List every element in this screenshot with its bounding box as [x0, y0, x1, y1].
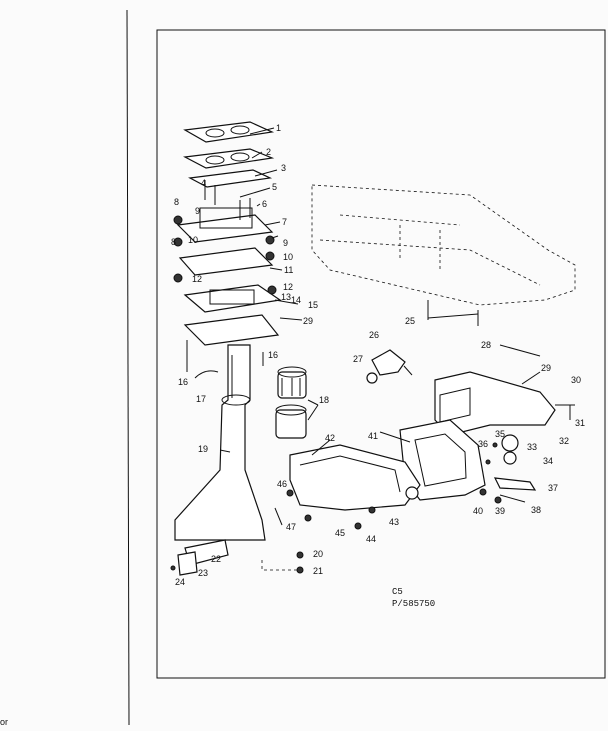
handle-37 — [493, 477, 537, 491]
drawing-code-line2: P/585750 — [392, 599, 435, 609]
bolt-38 — [499, 494, 526, 503]
housing-19 — [174, 344, 266, 541]
part-label-22: 22 — [211, 554, 221, 564]
part-label-3: 3 — [281, 163, 286, 173]
part-label-17: 17 — [196, 394, 206, 404]
part-label-12: 12 — [192, 274, 202, 284]
part-label-1: 1 — [276, 123, 281, 133]
part-label-25: 25 — [405, 316, 415, 326]
bearings-18 — [275, 366, 307, 439]
washer-46 — [286, 489, 294, 497]
plate-3 — [188, 169, 273, 188]
part-label-8: 8 — [174, 197, 179, 207]
tube-17 — [194, 370, 219, 379]
part-label-32: 32 — [559, 436, 569, 446]
part-label-44: 44 — [366, 534, 376, 544]
part-label-39: 39 — [495, 506, 505, 516]
part-label-9: 9 — [195, 206, 200, 216]
part-label-45: 45 — [335, 528, 345, 538]
part-label-15: 15 — [308, 300, 318, 310]
part-label-18: 18 — [319, 395, 329, 405]
part-label-33: 33 — [527, 442, 537, 452]
part-label-4: 4 — [201, 178, 206, 188]
part-label-36: 36 — [478, 439, 488, 449]
screw-24 — [170, 565, 176, 571]
plate-11 — [178, 247, 274, 276]
part-label-20: 20 — [313, 549, 323, 559]
part-label-42: 42 — [325, 433, 335, 443]
part-label-14: 14 — [291, 295, 301, 305]
part-label-dup-29: 29 — [303, 316, 313, 326]
washer-33 — [501, 434, 519, 452]
part-label-28: 28 — [481, 340, 491, 350]
part-label-23: 23 — [198, 568, 208, 578]
nut-21 — [296, 566, 304, 574]
part-label-7: 7 — [282, 217, 287, 227]
nut-40 — [479, 488, 487, 496]
part-label-34: 34 — [543, 456, 553, 466]
pin-27 — [366, 372, 378, 384]
page-left-edge — [126, 9, 130, 726]
rod-28 — [499, 344, 541, 357]
part-label-46: 46 — [277, 479, 287, 489]
part-label-43: 43 — [389, 517, 399, 527]
part-label-40: 40 — [473, 506, 483, 516]
adapter-plate-15 — [183, 314, 280, 346]
lever-26 — [371, 349, 406, 376]
part-label-11: 11 — [284, 265, 293, 275]
pin-35 — [492, 442, 498, 448]
clamp-bracket-42 — [289, 444, 421, 514]
part-label-5: 5 — [272, 182, 277, 192]
part-label-47: 47 — [286, 522, 296, 532]
plate-stack — [173, 121, 282, 346]
part-label-21: 21 — [313, 566, 323, 576]
knob-34 — [503, 451, 517, 465]
part-label-38: 38 — [531, 505, 541, 515]
part-label-dup-8: 8 — [171, 237, 176, 247]
part-label-35: 35 — [495, 429, 505, 439]
gasket-14 — [183, 284, 282, 313]
washer-44 — [354, 522, 362, 530]
part-label-6: 6 — [262, 199, 267, 209]
part-label-16: 16 — [178, 377, 188, 387]
part-label-dup-16: 16 — [268, 350, 278, 360]
part-label-dup-10: 10 — [283, 252, 293, 262]
drawing-code-line1: C5 — [392, 587, 403, 597]
part-label-37: 37 — [548, 483, 558, 493]
powerhead-outline — [311, 184, 576, 306]
plate-2 — [183, 148, 275, 169]
part-label-dup-9: 9 — [283, 238, 288, 248]
part-label-29: 29 — [541, 363, 551, 373]
part-label-13: 13 — [281, 292, 291, 302]
part-label-41: 41 — [368, 431, 378, 441]
washer-20 — [296, 551, 304, 559]
part-label-30: 30 — [571, 375, 581, 385]
part-label-19: 19 — [198, 444, 208, 454]
screw-29-right — [521, 371, 541, 385]
clamp-23 — [177, 551, 198, 576]
part-label-26: 26 — [369, 330, 379, 340]
part-label-10: 10 — [188, 235, 198, 245]
diagram-border — [156, 29, 606, 679]
part-label-2: 2 — [266, 147, 271, 157]
part-label-27: 27 — [353, 354, 363, 364]
leader-lines — [219, 127, 479, 456]
bolt-47 — [274, 507, 283, 526]
screw-8 — [173, 215, 183, 225]
washer-39 — [494, 496, 502, 504]
nut-45 — [304, 514, 312, 522]
exhaust-housing — [170, 340, 304, 576]
nut-43 — [368, 506, 376, 514]
spring-36 — [485, 459, 491, 465]
part-label-24: 24 — [175, 577, 185, 587]
part-label-dup-12: 12 — [283, 282, 293, 292]
corner-mark: or — [0, 717, 8, 727]
gasket-1 — [183, 121, 275, 143]
part-label-31: 31 — [575, 418, 585, 428]
